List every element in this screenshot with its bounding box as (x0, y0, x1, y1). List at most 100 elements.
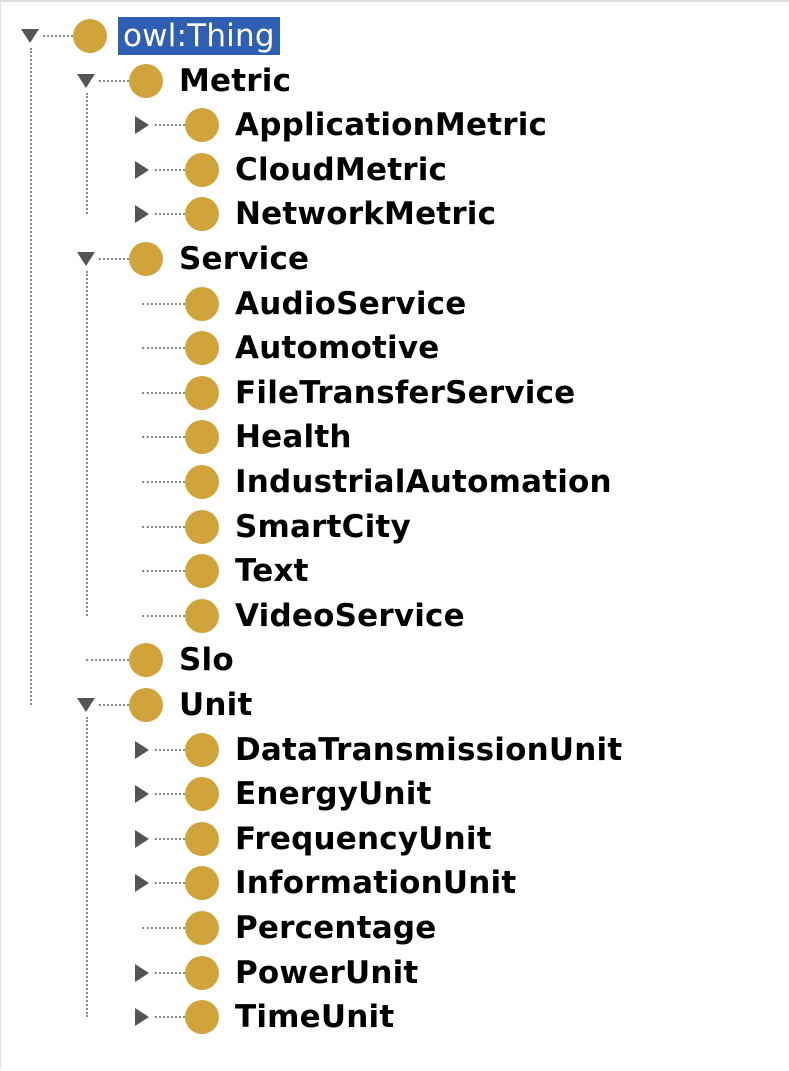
tree-row-owl-thing[interactable]: owl:Thing (1, 16, 781, 56)
class-label[interactable]: AudioService (235, 285, 467, 322)
tree-connector-horizontal (142, 927, 185, 929)
tree-row-health[interactable]: Health (1, 417, 781, 457)
class-label[interactable]: EnergyUnit (235, 776, 432, 813)
triangle-right-icon[interactable] (131, 960, 153, 985)
tree-connector-horizontal (142, 748, 185, 751)
tree-row-frequencyunit[interactable]: FrequencyUnit (1, 819, 781, 859)
tree-row-applicationmetric[interactable]: ApplicationMetric (1, 105, 781, 145)
triangle-right-icon[interactable] (131, 1005, 153, 1030)
class-circle-icon (185, 732, 219, 767)
tree-connector-horizontal (86, 258, 129, 260)
tree-connector-horizontal (142, 168, 185, 171)
class-label[interactable]: SmartCity (235, 508, 411, 545)
class-circle-icon (73, 19, 107, 53)
tree-row-automotive[interactable]: Automotive (1, 328, 781, 368)
class-label[interactable]: VideoService (235, 597, 465, 634)
class-label[interactable]: FileTransferService (235, 374, 576, 411)
class-circle-icon (185, 331, 219, 366)
tree-row-industrialautomation[interactable]: IndustrialAutomation (1, 462, 781, 502)
tree-row-informationunit[interactable]: InformationUnit (1, 863, 781, 903)
tree-row-service[interactable]: Service (1, 239, 781, 279)
class-circle-icon (185, 777, 219, 812)
tree-connector-horizontal (142, 882, 185, 885)
class-circle-icon (129, 242, 163, 276)
class-circle-icon (129, 63, 163, 98)
tree-connector-horizontal (86, 79, 129, 82)
tree-connector-vertical (30, 48, 32, 705)
triangle-right-icon[interactable] (131, 782, 153, 807)
class-circle-icon (185, 509, 219, 544)
tree-row-slo[interactable]: Slo (1, 640, 781, 680)
class-circle-icon (185, 375, 219, 410)
class-label[interactable]: Text (235, 553, 309, 590)
class-label[interactable]: CloudMetric (235, 151, 448, 188)
class-circle-icon (185, 1000, 219, 1035)
class-circle-icon (185, 955, 219, 990)
tree-connector-horizontal (142, 347, 185, 350)
class-label[interactable]: Metric (179, 62, 292, 99)
class-circle-icon (185, 286, 219, 321)
class-circle-icon (185, 108, 219, 143)
tree-row-metric[interactable]: Metric (1, 61, 781, 101)
tree-connector-horizontal (142, 1016, 185, 1019)
class-circle-icon (185, 598, 219, 633)
tree-connector-horizontal (142, 213, 185, 216)
class-label[interactable]: Unit (179, 687, 253, 723)
tree-row-percentage[interactable]: Percentage (1, 908, 781, 948)
class-label[interactable]: FrequencyUnit (235, 820, 492, 857)
class-label[interactable]: Slo (179, 642, 234, 679)
triangle-down-icon[interactable] (75, 68, 97, 93)
class-circle-icon (129, 643, 163, 678)
tree-row-videoservice[interactable]: VideoService (1, 596, 781, 636)
tree-connector-horizontal (142, 436, 185, 439)
tree-row-cloudmetric[interactable]: CloudMetric (1, 150, 781, 190)
triangle-right-icon[interactable] (131, 826, 153, 851)
class-label[interactable]: TimeUnit (235, 999, 395, 1036)
triangle-down-icon[interactable] (75, 693, 97, 717)
tree-connector-horizontal (86, 704, 129, 706)
class-circle-icon (185, 152, 219, 187)
class-label[interactable]: DataTransmissionUnit (235, 731, 623, 768)
tree-row-filetransferservice[interactable]: FileTransferService (1, 373, 781, 413)
class-label[interactable]: Automotive (235, 330, 440, 367)
tree-connector-horizontal (142, 302, 185, 305)
triangle-right-icon[interactable] (131, 113, 153, 138)
tree-row-datatransmissionunit[interactable]: DataTransmissionUnit (1, 730, 781, 770)
class-circle-icon (185, 821, 219, 856)
tree-row-smartcity[interactable]: SmartCity (1, 507, 781, 547)
class-label[interactable]: IndustrialAutomation (235, 464, 612, 500)
tree-connector-horizontal (142, 971, 185, 974)
class-label[interactable]: PowerUnit (235, 954, 419, 991)
triangle-right-icon[interactable] (131, 157, 153, 182)
class-circle-icon (185, 866, 219, 901)
tree-connector-horizontal (142, 481, 185, 483)
class-label[interactable]: Service (179, 241, 310, 277)
tree-connector-horizontal (142, 525, 185, 528)
class-label[interactable]: owl:Thing (118, 17, 280, 55)
tree-connector-vertical (86, 92, 88, 215)
tree-connector-horizontal (142, 570, 185, 573)
triangle-right-icon[interactable] (131, 202, 153, 227)
class-label[interactable]: Percentage (235, 910, 437, 946)
tree-row-unit[interactable]: Unit (1, 685, 781, 725)
tree-connector-horizontal (142, 391, 185, 394)
class-label[interactable]: ApplicationMetric (235, 107, 548, 144)
class-label[interactable]: InformationUnit (235, 865, 517, 902)
tree-row-audioservice[interactable]: AudioService (1, 284, 781, 324)
tree-row-energyunit[interactable]: EnergyUnit (1, 774, 781, 814)
class-circle-icon (185, 465, 219, 499)
class-label[interactable]: Health (235, 419, 352, 456)
triangle-down-icon[interactable] (19, 24, 41, 48)
tree-row-timeunit[interactable]: TimeUnit (1, 997, 781, 1037)
tree-row-networkmetric[interactable]: NetworkMetric (1, 194, 781, 234)
triangle-right-icon[interactable] (131, 737, 153, 762)
class-label[interactable]: NetworkMetric (235, 196, 497, 233)
tree-connector-vertical (86, 271, 88, 616)
tree-row-powerunit[interactable]: PowerUnit (1, 953, 781, 993)
triangle-down-icon[interactable] (75, 247, 97, 271)
tree-row-text[interactable]: Text (1, 551, 781, 591)
tree-connector-horizontal (30, 35, 73, 37)
triangle-right-icon[interactable] (131, 871, 153, 896)
